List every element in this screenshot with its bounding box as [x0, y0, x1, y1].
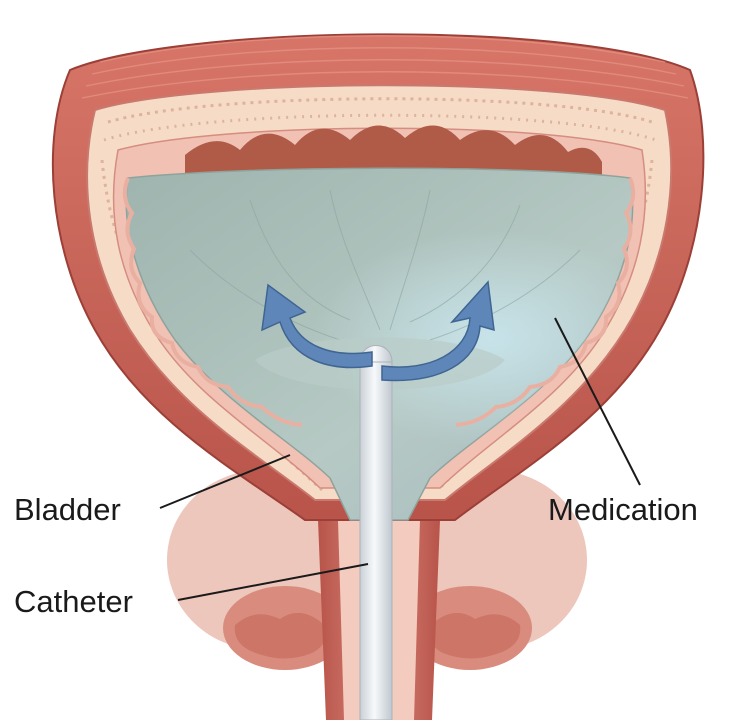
catheter-tube	[360, 360, 392, 720]
bladder-label: Bladder	[14, 492, 121, 527]
catheter-label: Catheter	[14, 584, 133, 619]
medication-label: Medication	[548, 492, 698, 527]
